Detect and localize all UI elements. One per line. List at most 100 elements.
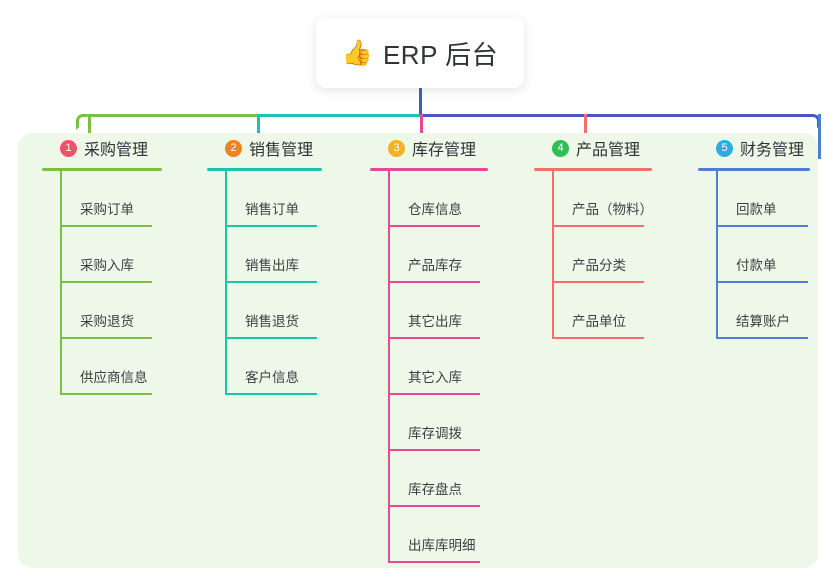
list-item-rule — [716, 225, 808, 227]
bus-blue — [420, 114, 810, 117]
list-item-label: 库存调拨 — [408, 426, 462, 441]
list-item[interactable]: 采购退货 — [60, 283, 188, 339]
list-item-rule — [552, 225, 644, 227]
list-item-rule — [225, 225, 317, 227]
list-item[interactable]: 其它入库 — [388, 339, 516, 395]
list-item-rule — [552, 281, 644, 283]
column-rule-5 — [698, 168, 810, 171]
root-stem-connector — [419, 88, 422, 116]
column-spine-1 — [60, 171, 62, 395]
list-item-label: 库存盘点 — [408, 482, 462, 497]
list-item-label: 回款单 — [736, 202, 777, 217]
list-item-rule — [716, 281, 808, 283]
column-rule-1 — [42, 168, 162, 171]
column-items-1: 采购订单采购入库采购退货供应商信息 — [60, 171, 188, 395]
list-item-rule — [225, 393, 317, 395]
column-header-1[interactable]: 1 采购管理 — [38, 133, 188, 163]
list-item-label: 客户信息 — [245, 370, 299, 385]
bus-elbow-left — [76, 114, 90, 130]
column-rule-4 — [534, 168, 652, 171]
list-item[interactable]: 库存盘点 — [388, 451, 516, 507]
column-items-2: 销售订单销售出库销售退货客户信息 — [225, 171, 353, 395]
bus-teal — [258, 114, 421, 117]
list-item[interactable]: 产品（物料） — [552, 171, 680, 227]
column-3: 3 库存管理仓库信息产品库存其它出库其它入库库存调拨库存盘点出库库明细 — [366, 133, 516, 563]
column-badge-3: 3 — [388, 139, 405, 157]
list-item-rule — [388, 393, 480, 395]
column-spine-4 — [552, 171, 554, 339]
list-item-rule — [388, 561, 480, 563]
column-title-5: 财务管理 — [740, 142, 805, 159]
list-item-rule — [388, 225, 480, 227]
list-item[interactable]: 回款单 — [716, 171, 839, 227]
column-rule-3 — [370, 168, 488, 171]
list-item-label: 付款单 — [736, 258, 777, 273]
list-item-label: 采购入库 — [80, 258, 134, 273]
root-node[interactable]: 👍 ERP 后台 — [316, 18, 524, 88]
list-item[interactable]: 其它出库 — [388, 283, 516, 339]
column-2: 2 销售管理销售订单销售出库销售退货客户信息 — [203, 133, 353, 395]
list-item[interactable]: 销售订单 — [225, 171, 353, 227]
column-items-5: 回款单付款单结算账户 — [716, 171, 839, 339]
list-item-label: 销售退货 — [245, 314, 299, 329]
list-item[interactable]: 库存调拨 — [388, 395, 516, 451]
column-badge-1: 1 — [60, 139, 77, 157]
root-node-label: ERP 后台 — [382, 39, 499, 70]
list-item[interactable]: 销售出库 — [225, 227, 353, 283]
list-item-rule — [388, 449, 480, 451]
list-item[interactable]: 客户信息 — [225, 339, 353, 395]
column-5: 5 财务管理回款单付款单结算账户 — [694, 133, 839, 339]
list-item-rule — [225, 337, 317, 339]
list-item[interactable]: 供应商信息 — [60, 339, 188, 395]
column-rule-2 — [207, 168, 322, 171]
bus-green — [88, 114, 259, 117]
list-item-label: 其它出库 — [408, 314, 462, 329]
list-item-label: 供应商信息 — [80, 370, 148, 385]
column-spine-3 — [388, 171, 390, 563]
column-badge-2: 2 — [225, 139, 242, 157]
list-item-rule — [388, 281, 480, 283]
list-item-label: 产品单位 — [572, 314, 626, 329]
list-item-rule — [60, 337, 152, 339]
diagram-panel: 1 采购管理采购订单采购入库采购退货供应商信息 2 销售管理销售订单销售出库销售退货客… — [18, 133, 818, 568]
list-item[interactable]: 产品库存 — [388, 227, 516, 283]
list-item[interactable]: 结算账户 — [716, 283, 839, 339]
list-item-rule — [225, 281, 317, 283]
column-1: 1 采购管理采购订单采购入库采购退货供应商信息 — [38, 133, 188, 395]
list-item[interactable]: 销售退货 — [225, 283, 353, 339]
thumbs-up-icon: 👍 — [341, 38, 373, 67]
list-item-label: 销售出库 — [245, 258, 299, 273]
list-item[interactable]: 付款单 — [716, 227, 839, 283]
list-item[interactable]: 产品分类 — [552, 227, 680, 283]
column-badge-4: 4 — [552, 139, 569, 157]
list-item-rule — [388, 337, 480, 339]
list-item-label: 出库库明细 — [408, 538, 476, 553]
list-item[interactable]: 产品单位 — [552, 283, 680, 339]
list-item[interactable]: 采购入库 — [60, 227, 188, 283]
column-badge-5: 5 — [716, 139, 733, 157]
list-item-label: 采购退货 — [80, 314, 134, 329]
list-item[interactable]: 出库库明细 — [388, 507, 516, 563]
list-item[interactable]: 仓库信息 — [388, 171, 516, 227]
column-title-3: 库存管理 — [412, 142, 477, 159]
column-title-2: 销售管理 — [249, 142, 314, 159]
list-item-label: 其它入库 — [408, 370, 462, 385]
list-item-label: 销售订单 — [245, 202, 299, 217]
list-item-label: 产品分类 — [572, 258, 626, 273]
column-title-1: 采购管理 — [84, 142, 149, 159]
list-item-label: 产品（物料） — [572, 202, 653, 217]
list-item-rule — [60, 281, 152, 283]
column-spine-2 — [225, 171, 227, 395]
list-item-rule — [552, 337, 644, 339]
list-item-rule — [716, 337, 808, 339]
list-item-label: 仓库信息 — [408, 202, 462, 217]
list-item-label: 采购订单 — [80, 202, 134, 217]
column-header-5[interactable]: 5 财务管理 — [694, 133, 839, 163]
column-header-3[interactable]: 3 库存管理 — [366, 133, 516, 163]
list-item-rule — [60, 393, 152, 395]
column-header-2[interactable]: 2 销售管理 — [203, 133, 353, 163]
list-item-rule — [60, 225, 152, 227]
list-item[interactable]: 采购订单 — [60, 171, 188, 227]
